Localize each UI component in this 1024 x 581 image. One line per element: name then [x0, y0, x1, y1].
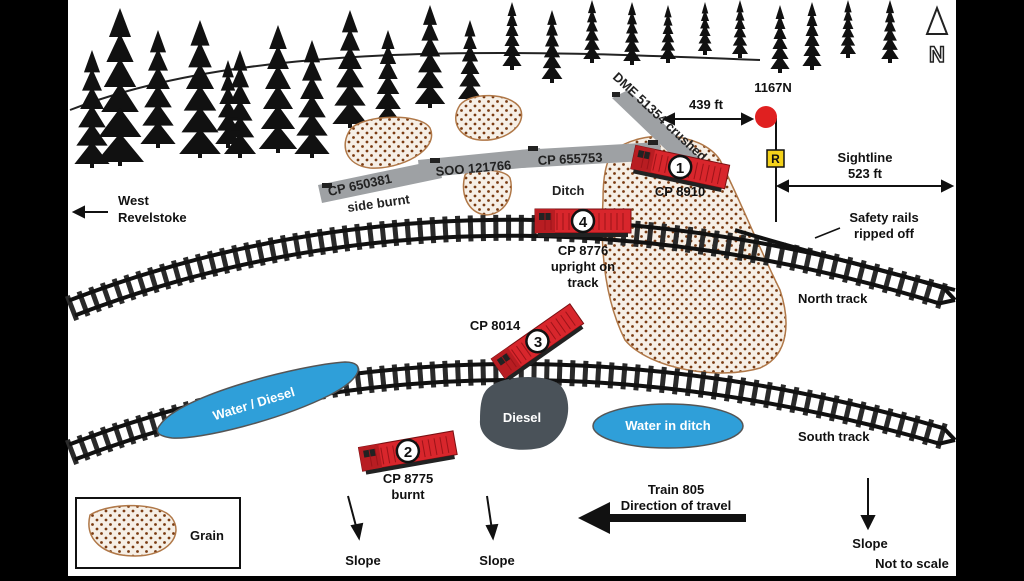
locomotive-number: 4 — [579, 214, 588, 231]
legend: Grain — [76, 498, 240, 568]
slope-label: Slope — [345, 553, 380, 568]
train-label: Train 805 — [648, 482, 704, 497]
locomotive-label: CP 8776 — [558, 243, 608, 258]
sightline-value: 523 ft — [848, 166, 883, 181]
locomotive-4: 4 — [535, 209, 631, 237]
compass-letter: N — [929, 42, 945, 67]
train-label: Direction of travel — [621, 498, 732, 513]
slope-label: Slope — [479, 553, 514, 568]
signal-distance: 439 ft — [689, 97, 724, 112]
locomotive-label: track — [567, 275, 599, 290]
west-label: West — [118, 193, 149, 208]
safety-note: ripped off — [854, 226, 915, 241]
sightline-title: Sightline — [838, 150, 893, 165]
north-track-label: North track — [798, 291, 868, 306]
south-track-label: South track — [798, 429, 870, 444]
slope-label: Slope — [852, 536, 887, 551]
locomotive-label: upright on — [551, 259, 615, 274]
scale-note: Not to scale — [875, 556, 949, 571]
spill-label: Diesel — [503, 410, 541, 425]
locomotive-label: CP 8910 — [655, 184, 705, 199]
locomotive-number: 1 — [676, 160, 684, 177]
ditch-label: Ditch — [552, 183, 585, 198]
locomotive-number: 2 — [404, 444, 412, 461]
signal-id: 1167N — [754, 80, 792, 95]
locomotive-label: CP 8775 — [383, 471, 433, 486]
legend-grain-label: Grain — [190, 528, 224, 543]
spill-label: Water in ditch — [625, 418, 711, 433]
locomotive-label: burnt — [391, 487, 425, 502]
signal-sign: R — [771, 152, 780, 166]
locomotive-label: CP 8014 — [470, 318, 521, 333]
safety-note: Safety rails — [849, 210, 918, 225]
locomotive-number: 3 — [534, 334, 542, 351]
west-place: Revelstoke — [118, 210, 187, 225]
